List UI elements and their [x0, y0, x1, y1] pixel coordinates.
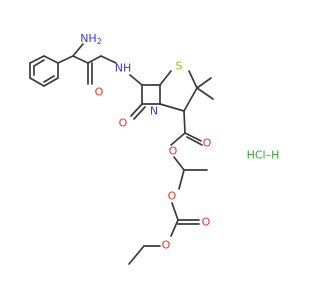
atom-nh2: NH2	[80, 32, 102, 46]
side-chain-bonds	[57, 43, 117, 85]
benzene-ring	[29, 55, 59, 87]
atom-o-carbonate-carbonyl: O	[202, 216, 211, 229]
atom-o-lactam: O	[119, 117, 128, 130]
atom-o-carbonate-2: O	[162, 239, 171, 252]
ester-chain-bonds	[128, 156, 208, 265]
atom-o-ester-carbonyl: O	[203, 137, 212, 150]
atom-nh: NH	[115, 62, 132, 75]
atom-s: S	[176, 60, 183, 73]
hydrochloride-label: HCl–H	[247, 149, 280, 162]
atom-o-carbonate-1: O	[168, 190, 177, 203]
molecule-structure: NH2 NH S N O O O O O O O HCl–H	[29, 32, 279, 265]
atom-labels: NH2 NH S N O O O O O O O HCl–H	[80, 32, 279, 252]
atom-o-amide: O	[95, 86, 104, 99]
atom-n: N	[150, 105, 158, 118]
atom-o-ester: O	[169, 145, 178, 158]
penam-core-bonds	[129, 70, 214, 146]
